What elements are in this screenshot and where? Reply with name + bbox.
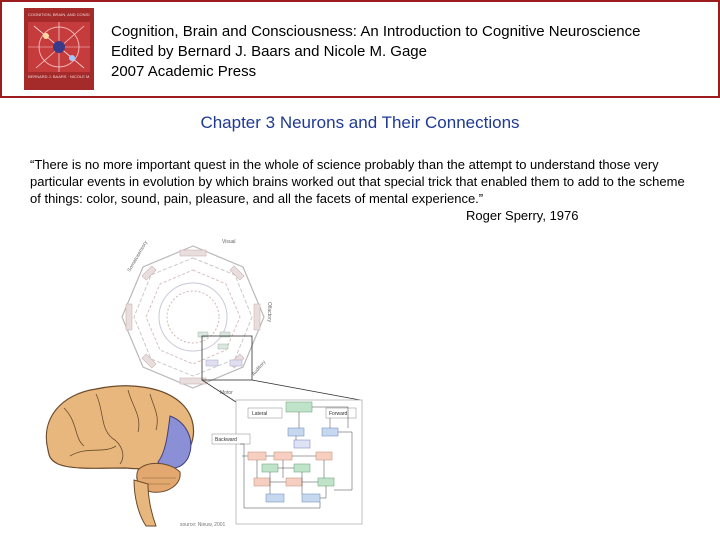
header-banner: COGNITION, BRAIN, AND CONSCIOUSNESS BERN…: [0, 0, 720, 98]
wheel-label-left: Somatosensory: [127, 239, 150, 273]
book-title: Cognition, Brain and Consciousness: An I…: [111, 23, 641, 40]
wheel-label-bottom: Motor: [220, 390, 233, 396]
quote-text: “There is no more important quest in the…: [30, 157, 685, 206]
circuit-label-lateral: Lateral: [252, 411, 267, 417]
brain-connectivity-figure: Visual Somatosensory Olfactory Auditory …: [45, 239, 363, 528]
wheel-label-bottom-right: Auditory: [251, 359, 268, 377]
quote-author: Roger Sperry, 1976: [466, 208, 579, 223]
book-cover: COGNITION, BRAIN, AND CONSCIOUSNESS BERN…: [24, 8, 94, 90]
book-cover-subtitle: BERNARD J. BAARS · NICOLE M. GAGE: [28, 74, 90, 79]
book-editors: Edited by Bernard J. Baars and Nicole M.…: [111, 43, 427, 60]
wheel-label-top: Visual: [222, 239, 236, 245]
brain-illustration: [45, 385, 195, 527]
wheel-label-right: Olfactory: [266, 302, 272, 323]
circuit-diagram: Lateral Forward Backward: [211, 399, 363, 525]
figure-source-caption: source: Nieuw, 2001: [180, 522, 226, 528]
book-cover-brand: COGNITION, BRAIN, AND CONSCIOUSNESS: [28, 12, 90, 17]
circuit-label-backward: Backward: [215, 437, 237, 443]
book-cover-art: [28, 22, 90, 72]
connectivity-wheel: Visual Somatosensory Olfactory Auditory …: [121, 239, 272, 396]
chapter-title: Chapter 3 Neurons and Their Connections: [200, 113, 520, 132]
book-publisher: 2007 Academic Press: [111, 63, 257, 80]
circuit-label-forward: Forward: [329, 411, 348, 417]
